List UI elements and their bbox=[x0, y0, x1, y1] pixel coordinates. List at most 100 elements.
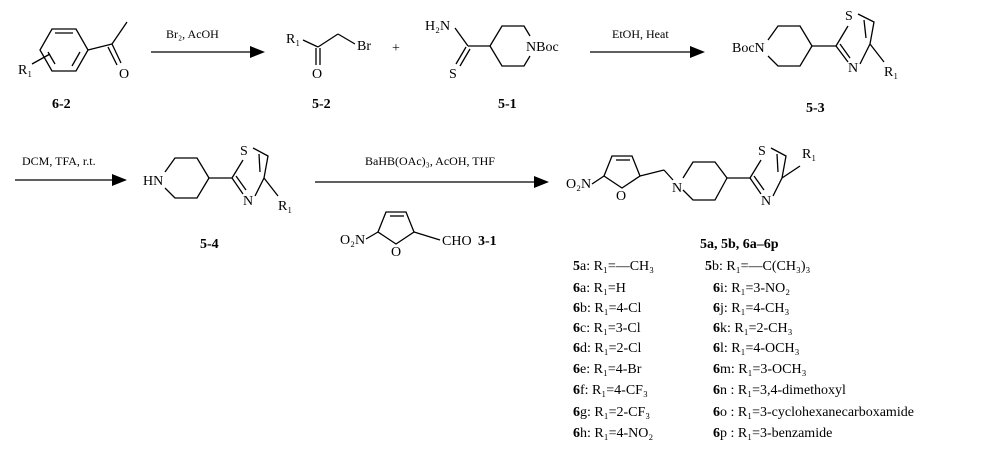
substituent-entry: 6d: R₁=2-Cl bbox=[573, 341, 642, 356]
reaction-arrow-step3: DCM, TFA, r.t. bbox=[15, 154, 127, 186]
r1-group: R₁ bbox=[286, 32, 300, 47]
compound-5-1: H₂N S NBoc 5-1 bbox=[425, 19, 559, 112]
substituent-entry: 6a: R₁=H bbox=[573, 281, 626, 296]
substituent-entry: 6i: R₁=3-NO₂ bbox=[713, 281, 790, 296]
nboc-group: NBoc bbox=[526, 40, 559, 55]
compound-number: 6 bbox=[713, 405, 720, 420]
compound-number: 6 bbox=[713, 321, 720, 336]
benzene-ring bbox=[39, 28, 89, 72]
substituent-text: k: R₁=2-CH₃ bbox=[720, 321, 793, 336]
compound-number: 6 bbox=[573, 301, 580, 316]
r1-group: R₁ bbox=[278, 199, 292, 214]
substituent-text: e: R₁=4-Br bbox=[580, 362, 642, 377]
substituent-entry: 6m: R₁=3-OCH₃ bbox=[713, 362, 807, 377]
plus-sign: + bbox=[392, 41, 400, 56]
r1-group: R₁ bbox=[884, 65, 898, 80]
compound-6-2: O R₁ 6-2 bbox=[18, 21, 129, 112]
compound-number: 6 bbox=[713, 341, 720, 356]
compound-number: 6 bbox=[713, 281, 720, 296]
compound-label: 5-2 bbox=[312, 97, 331, 112]
r1-group: R₁ bbox=[802, 147, 816, 162]
compound-5-3: BocN S N R₁ 5-3 bbox=[732, 9, 898, 116]
compound-label: 6-2 bbox=[52, 97, 71, 112]
amine-group: H₂N bbox=[425, 19, 450, 34]
substituent-entry: 6f: R₁=4-CF₃ bbox=[573, 383, 648, 398]
reaction-condition: EtOH, Heat bbox=[612, 27, 669, 41]
compound-label: 5a, 5b, 6a–6p bbox=[700, 237, 779, 252]
oxygen-atom: O bbox=[312, 67, 322, 82]
nitrogen-atom: N bbox=[243, 194, 253, 209]
substituent-entry: 6p : R₁=3-benzamide bbox=[713, 426, 832, 441]
compound-number: 6 bbox=[713, 362, 720, 377]
compound-number: 6 bbox=[573, 383, 580, 398]
oxygen-atom: O bbox=[391, 245, 401, 260]
reaction-arrow-step4: BaHB(OAc)₃, AcOH, THF bbox=[315, 154, 549, 188]
compound-5-2: R₁ O Br 5-2 bbox=[286, 32, 371, 112]
substituent-entry: 6n : R₁=3,4-dimethoxyl bbox=[713, 383, 846, 398]
substituent-entry: 6l: R₁=4-OCH₃ bbox=[713, 341, 800, 356]
substituent-text: i: R₁=3-NO₂ bbox=[720, 281, 790, 296]
compound-number: 6 bbox=[713, 383, 720, 398]
compound-label: 5-4 bbox=[200, 237, 219, 252]
substituent-entry: 6e: R₁=4-Br bbox=[573, 362, 642, 377]
compound-label: 3-1 bbox=[478, 234, 497, 249]
substituent-entry: 6b: R₁=4-Cl bbox=[573, 301, 642, 316]
compound-5-4: HN S N R₁ 5-4 bbox=[143, 144, 292, 252]
compound-3-1: O₂N O CHO 3-1 bbox=[340, 211, 497, 260]
compound-number: 5 bbox=[573, 259, 580, 274]
substituent-text: d: R₁=2-Cl bbox=[580, 341, 642, 356]
sulfur-atom: S bbox=[240, 144, 248, 159]
compound-number: 6 bbox=[713, 301, 720, 316]
compound-number: 6 bbox=[573, 281, 580, 296]
reaction-condition: DCM, TFA, r.t. bbox=[22, 154, 96, 168]
r1-group: R₁ bbox=[18, 63, 32, 78]
substituent-entry: 6o : R₁=3-cyclohexanecarboxamide bbox=[713, 405, 914, 420]
sulfur-atom: S bbox=[758, 144, 766, 159]
reaction-arrow-step1: Br₂, AcOH bbox=[151, 27, 265, 58]
substituent-text: a: R₁=H bbox=[580, 281, 626, 296]
hn-group: HN bbox=[143, 174, 163, 189]
substituent-text: o : R₁=3-cyclohexanecarboxamide bbox=[720, 405, 914, 420]
compound-number: 5 bbox=[705, 259, 712, 274]
compound-number: 6 bbox=[573, 362, 580, 377]
nitrogen-atom: N bbox=[672, 181, 682, 196]
substituent-entry: 6k: R₁=2-CH₃ bbox=[713, 321, 793, 336]
substituent-text: h: R₁=4-NO₂ bbox=[580, 426, 653, 441]
nitro-group: O₂N bbox=[340, 233, 365, 248]
substituent-text: f: R₁=4-CF₃ bbox=[580, 383, 648, 398]
sulfur-atom: S bbox=[845, 9, 853, 24]
reaction-arrow-step2: EtOH, Heat bbox=[590, 27, 705, 58]
substituent-text: c: R₁=3-Cl bbox=[580, 321, 641, 336]
compound-label: 5-3 bbox=[806, 101, 825, 116]
compound-number: 6 bbox=[573, 405, 580, 420]
nitrogen-atom: N bbox=[761, 194, 771, 209]
compound-number: 6 bbox=[573, 426, 580, 441]
substituent-text: g: R₁=2-CF₃ bbox=[580, 405, 650, 420]
aldehyde-group: CHO bbox=[442, 234, 472, 249]
bocn-group: BocN bbox=[732, 41, 765, 56]
oxygen-atom: O bbox=[119, 67, 129, 82]
compound-number: 6 bbox=[573, 341, 580, 356]
compound-label: 5-1 bbox=[498, 97, 517, 112]
bromine-atom: Br bbox=[357, 39, 371, 54]
oxygen-atom: O bbox=[616, 189, 626, 204]
nitrogen-atom: N bbox=[848, 61, 858, 76]
substituent-entry: 5b: R₁=—C(CH₃)₃ bbox=[705, 259, 810, 274]
substituent-text: n : R₁=3,4-dimethoxyl bbox=[720, 383, 846, 398]
compound-product: O₂N O N S N R₁ 5a, 5b, 6a–6p bbox=[566, 144, 816, 252]
compound-number: 6 bbox=[573, 321, 580, 336]
compound-number: 6 bbox=[713, 426, 720, 441]
substituent-text: p : R₁=3-benzamide bbox=[720, 426, 832, 441]
nitro-group: O₂N bbox=[566, 177, 591, 192]
substituent-text: a: R₁=—CH₃ bbox=[580, 259, 654, 274]
substituent-text: b: R₁=4-Cl bbox=[580, 301, 642, 316]
reaction-condition: BaHB(OAc)₃, AcOH, THF bbox=[365, 154, 495, 168]
sulfur-atom: S bbox=[449, 67, 457, 82]
substituent-text: j: R₁=4-CH₃ bbox=[719, 301, 790, 316]
substituent-entry: 6c: R₁=3-Cl bbox=[573, 321, 641, 336]
reaction-condition: Br₂, AcOH bbox=[166, 27, 219, 41]
substituent-text: b: R₁=—C(CH₃)₃ bbox=[712, 259, 810, 274]
substituent-text: l: R₁=4-OCH₃ bbox=[720, 341, 800, 356]
